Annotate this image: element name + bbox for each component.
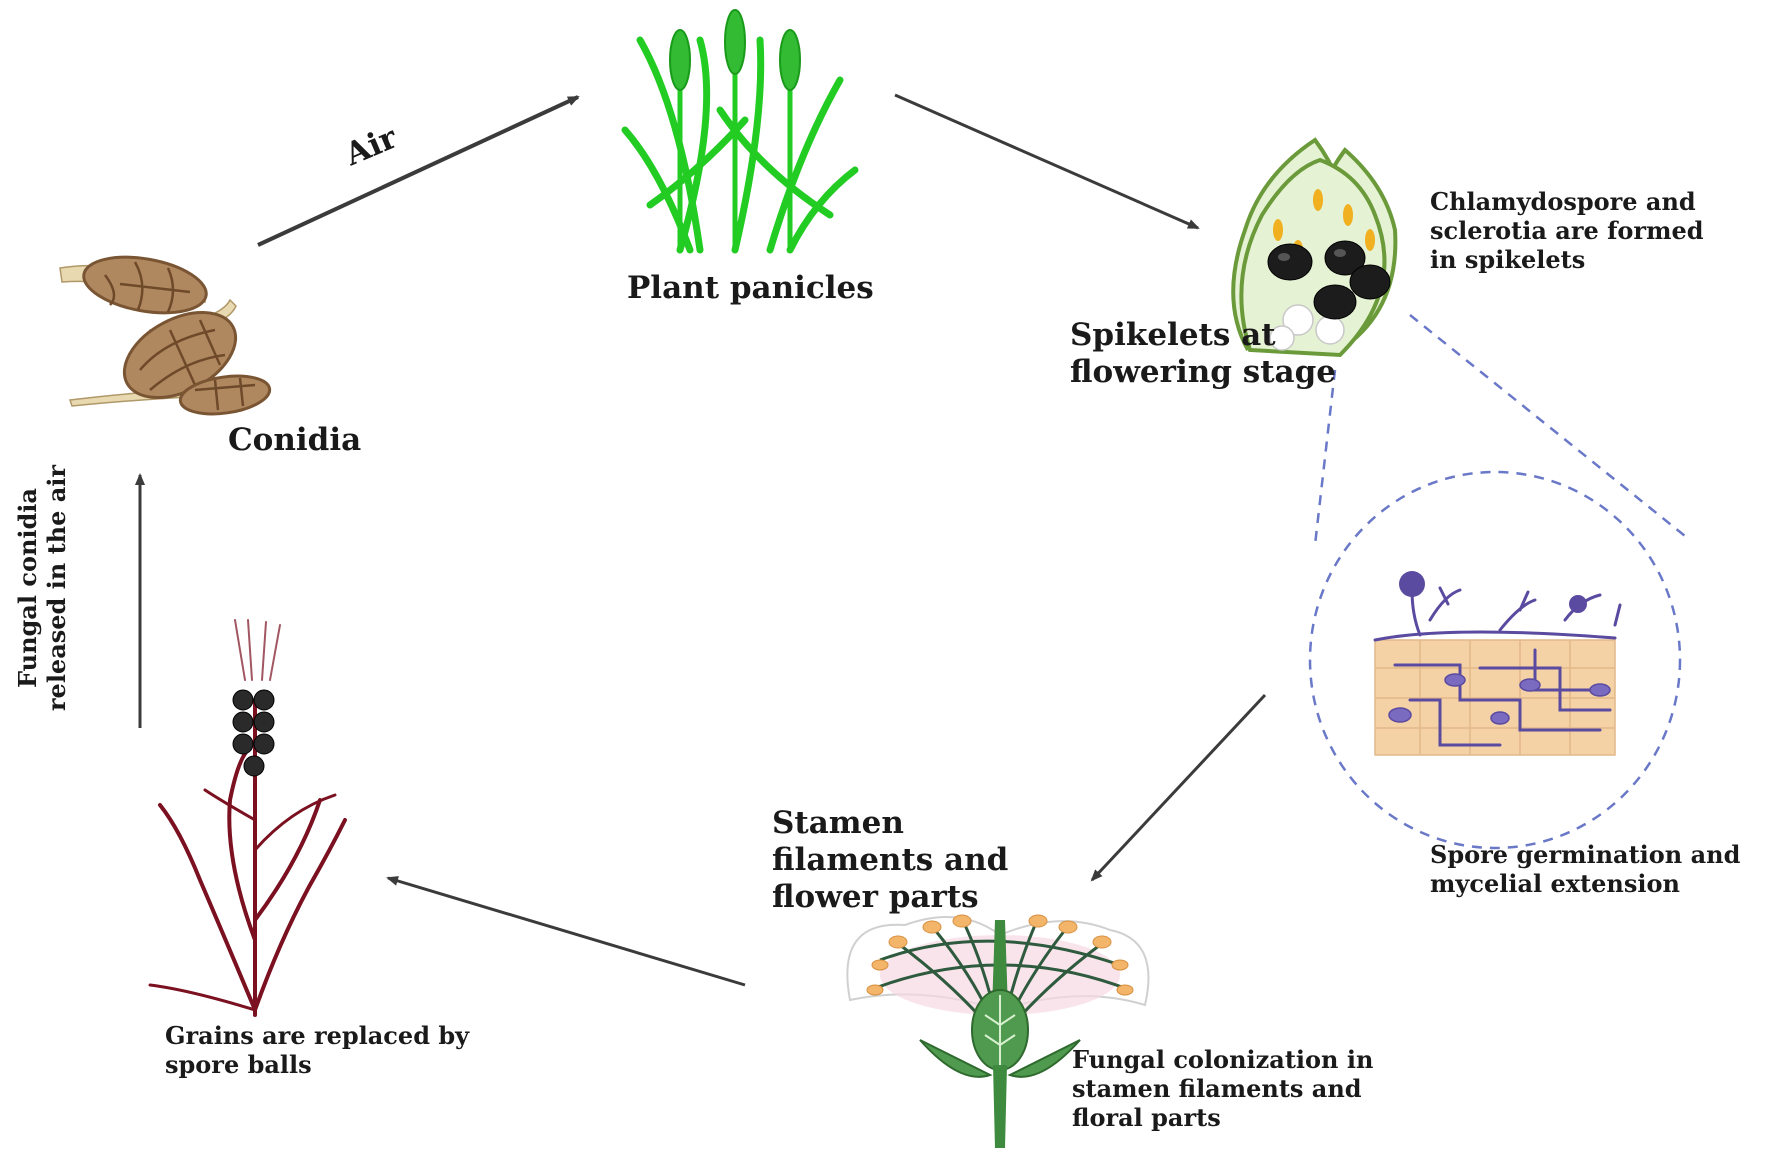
label-grains-replaced: Grains are replaced by spore balls [165,1021,470,1079]
conidium-2 [122,311,238,399]
arrow-germination-to-stamen [1090,693,1267,882]
spore-balls [232,689,275,777]
label-stamen-filaments: Stamen filaments and flower parts [772,805,1009,916]
arrow-stamen-to-diseased-plant [386,876,746,987]
label-chlamydospore-sclerotia: Chlamydospore and sclerotia are formed i… [1430,187,1704,274]
spikelet-illustration [1231,137,1398,358]
label-fungal-conidia-released: Fungal conidia released in the air [13,464,71,712]
conidia-illustration [59,255,272,416]
stamen-anthers [866,914,1134,996]
arrow-conidia-to-panicles [257,95,580,247]
label-spore-germination: Spore germination and mycelial extension [1430,840,1741,898]
zoom-callout [1308,314,1691,850]
conidium-1 [82,255,208,315]
diseased-plant-illustration [148,619,347,1017]
mycelium-tissue-illustration [1373,571,1622,756]
label-spikelets-flowering: Spikelets at flowering stage [1070,317,1336,391]
arrow-panicles-to-spikelets [894,93,1200,230]
label-fungal-colonization: Fungal colonization in stamen filaments … [1072,1045,1374,1132]
conidium-3 [178,374,272,416]
plant-panicles-illustration [621,9,859,254]
sclerotia [1267,240,1391,320]
flower-illustration [846,914,1150,1148]
label-plant-panicles: Plant panicles [627,270,874,306]
label-conidia: Conidia [228,422,362,458]
panicle-heads [669,9,801,91]
